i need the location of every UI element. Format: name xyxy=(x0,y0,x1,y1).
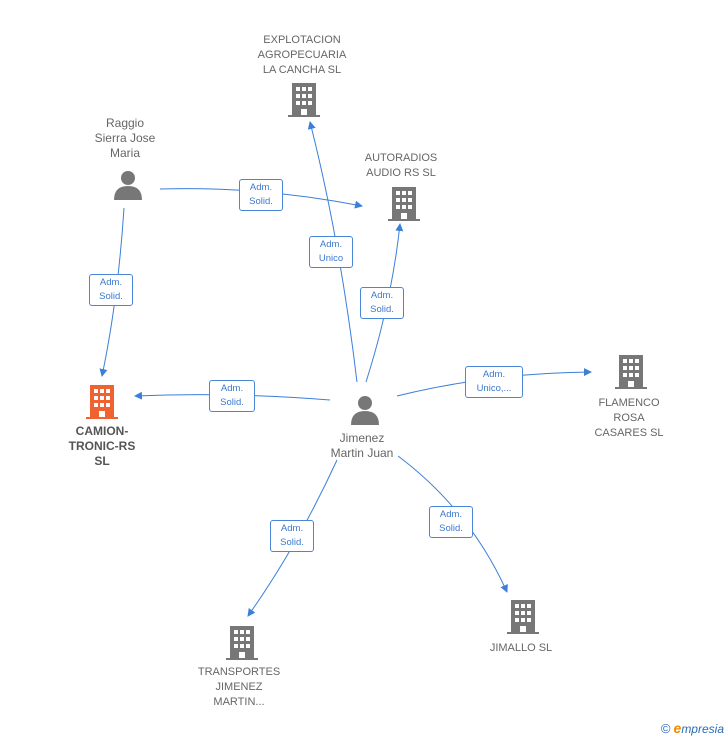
footer-brand: ©empresia xyxy=(661,720,724,736)
edge-label-jimenez-explotacion[interactable]: Adm. Unico xyxy=(309,236,353,268)
edge-label-jimenez-autoradios[interactable]: Adm. Solid. xyxy=(360,287,404,319)
node-label-jimallo: JIMALLO SL xyxy=(489,642,553,654)
building-icon[interactable] xyxy=(615,355,647,389)
node-label-autoradios: AUTORADIOS AUDIO RS SL xyxy=(364,152,438,179)
building-icon[interactable] xyxy=(388,187,420,221)
edge-label-jimenez-transportes[interactable]: Adm. Solid. xyxy=(270,520,314,552)
building-icon[interactable] xyxy=(226,626,258,660)
node-label-explotacion: EXPLOTACION AGROPECUARIA LA CANCHA SL xyxy=(257,34,347,76)
edge-label-raggio-autoradios[interactable]: Adm. Solid. xyxy=(239,179,283,211)
copyright-symbol: © xyxy=(660,721,671,736)
node-label-camion: CAMION- TRONIC-RS SL xyxy=(68,424,136,468)
edge-label-jimenez-camion[interactable]: Adm. Solid. xyxy=(209,380,255,412)
brand-logo-text: mpresia xyxy=(681,722,724,736)
person-icon[interactable] xyxy=(349,395,381,425)
edge-label-raggio-camion[interactable]: Adm. Solid. xyxy=(89,274,133,306)
edge-label-jimenez-flamenco[interactable]: Adm. Unico,... xyxy=(465,366,523,398)
node-label-transportes: TRANSPORTES JIMENEZ MARTIN... xyxy=(197,666,281,708)
node-label-jimenez: Jimenez Martin Juan xyxy=(330,431,394,460)
building-icon[interactable] xyxy=(86,385,118,419)
node-label-flamenco: FLAMENCO ROSA CASARES SL xyxy=(594,397,664,439)
brand-logo-initial: e xyxy=(673,720,682,736)
edge-label-jimenez-jimallo[interactable]: Adm. Solid. xyxy=(429,506,473,538)
person-icon[interactable] xyxy=(112,170,144,200)
building-icon[interactable] xyxy=(507,600,539,634)
building-icon[interactable] xyxy=(288,83,320,117)
node-label-raggio: Raggio Sierra Jose Maria xyxy=(94,116,156,160)
